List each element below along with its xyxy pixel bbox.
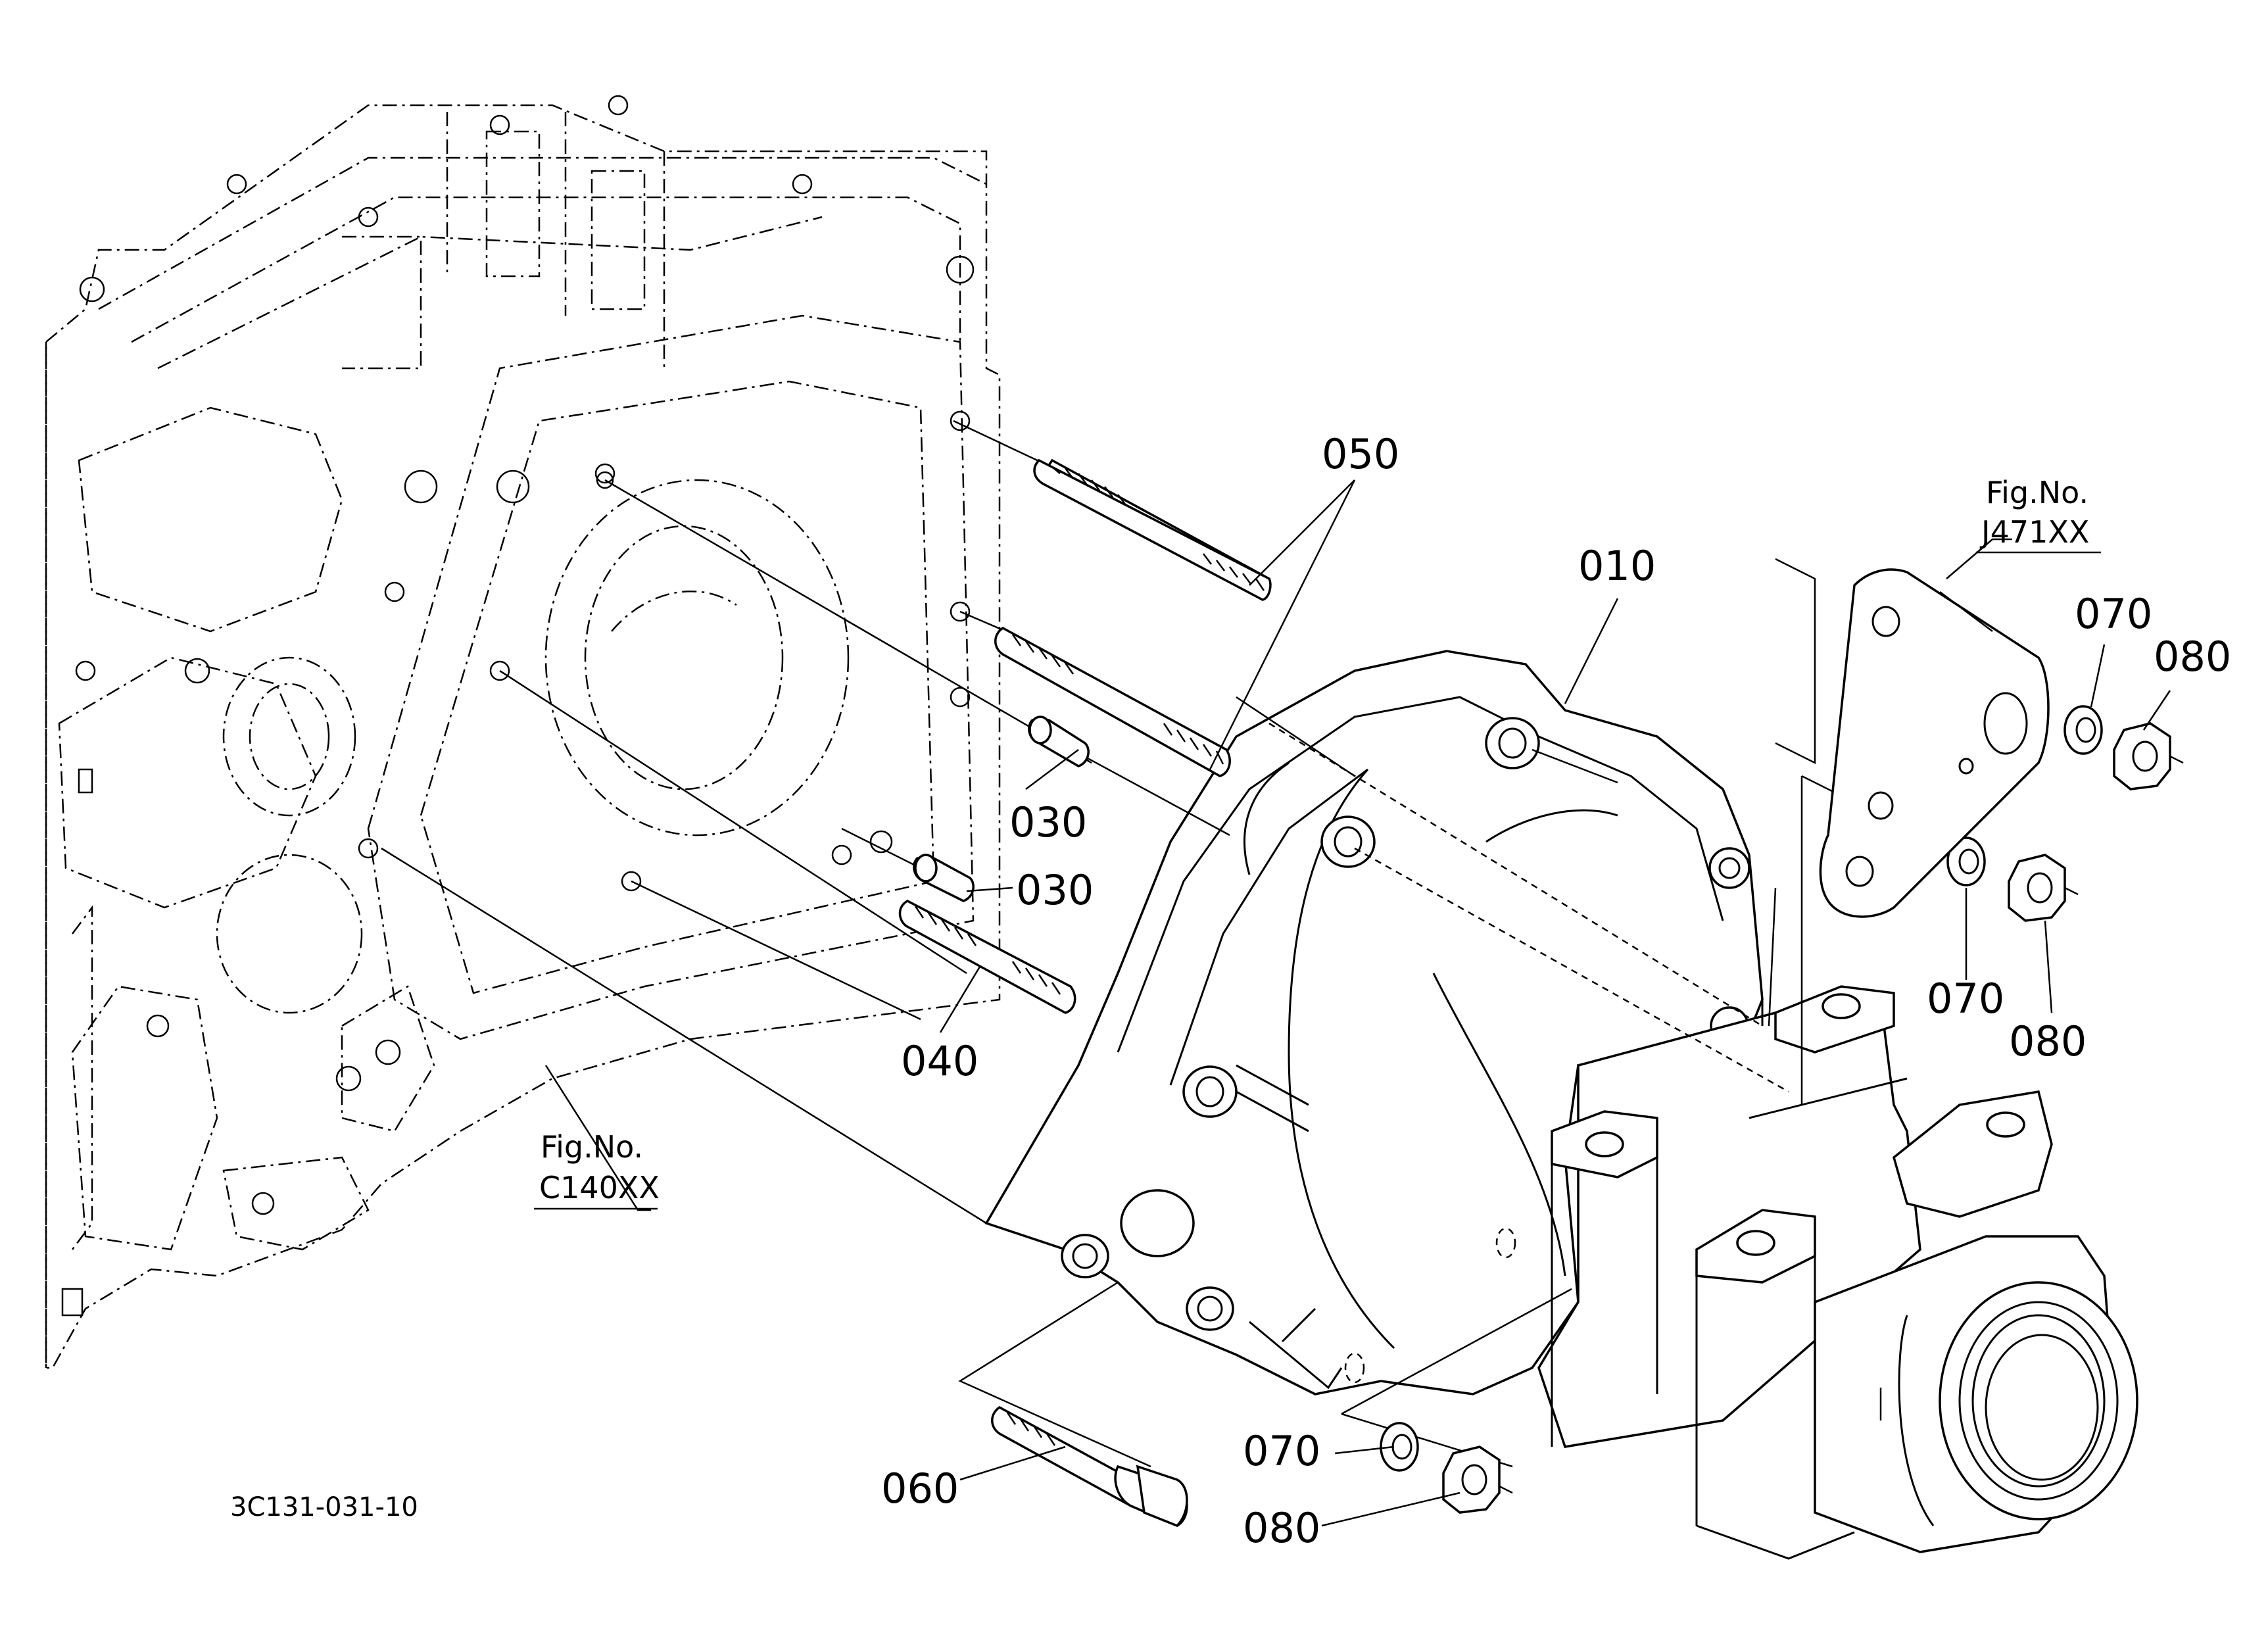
dowel-pin-030-upper [1028,716,1090,767]
nut-080-top [2113,722,2171,790]
callout-050: 050 [1322,430,1399,478]
washer-070-mid [1946,837,1986,886]
figure-ref-j471xx: Fig.No. J471XX [1976,475,2101,554]
figure-ref-c140xx-line2: C140XX [539,1170,660,1205]
callout-labels: 050 010 030 030 040 060 070 080 070 080 … [881,430,2231,1552]
nut-080-mid [2008,854,2066,922]
engine-block-reference [45,95,1001,1369]
stud-bolt-050-lower [994,626,1231,777]
nut-080-bottom [1442,1445,1501,1514]
figure-ref-j471xx-line2: J471XX [1979,514,2089,550]
callout-070-top: 070 [2075,590,2152,638]
callout-080-mid: 080 [2009,1017,2087,1065]
washer-070-top [2063,705,2103,755]
figure-ref-c140xx-line1: Fig.No. [541,1129,643,1165]
callout-010: 010 [1578,542,1656,590]
callout-030-upper: 030 [1009,798,1087,846]
callout-080-top: 080 [2154,633,2231,681]
bolt-060 [991,1405,1188,1528]
callout-080-bottom: 080 [1243,1504,1320,1552]
washer-070-bottom [1380,1422,1419,1472]
mounting-plate-reference [1819,568,2050,918]
callout-060: 060 [881,1465,959,1513]
leader-lines [544,479,2171,1527]
figure-ref-j471xx-line1: Fig.No. [1986,475,2088,510]
callout-040: 040 [901,1037,978,1085]
housing-part-010 [984,650,2138,1560]
figure-ref-c140xx: Fig.No. C140XX [534,1129,660,1210]
dowel-pin-030-lower [913,854,975,902]
stud-bolt-040 [898,900,1076,1014]
callout-070-mid: 070 [1927,975,2004,1023]
callout-070-bottom: 070 [1243,1427,1320,1475]
stud-bolt-050-upper [1033,458,1272,601]
drawing-code: 3C131-031-10 [230,1492,418,1522]
callout-030-lower: 030 [1016,866,1094,914]
